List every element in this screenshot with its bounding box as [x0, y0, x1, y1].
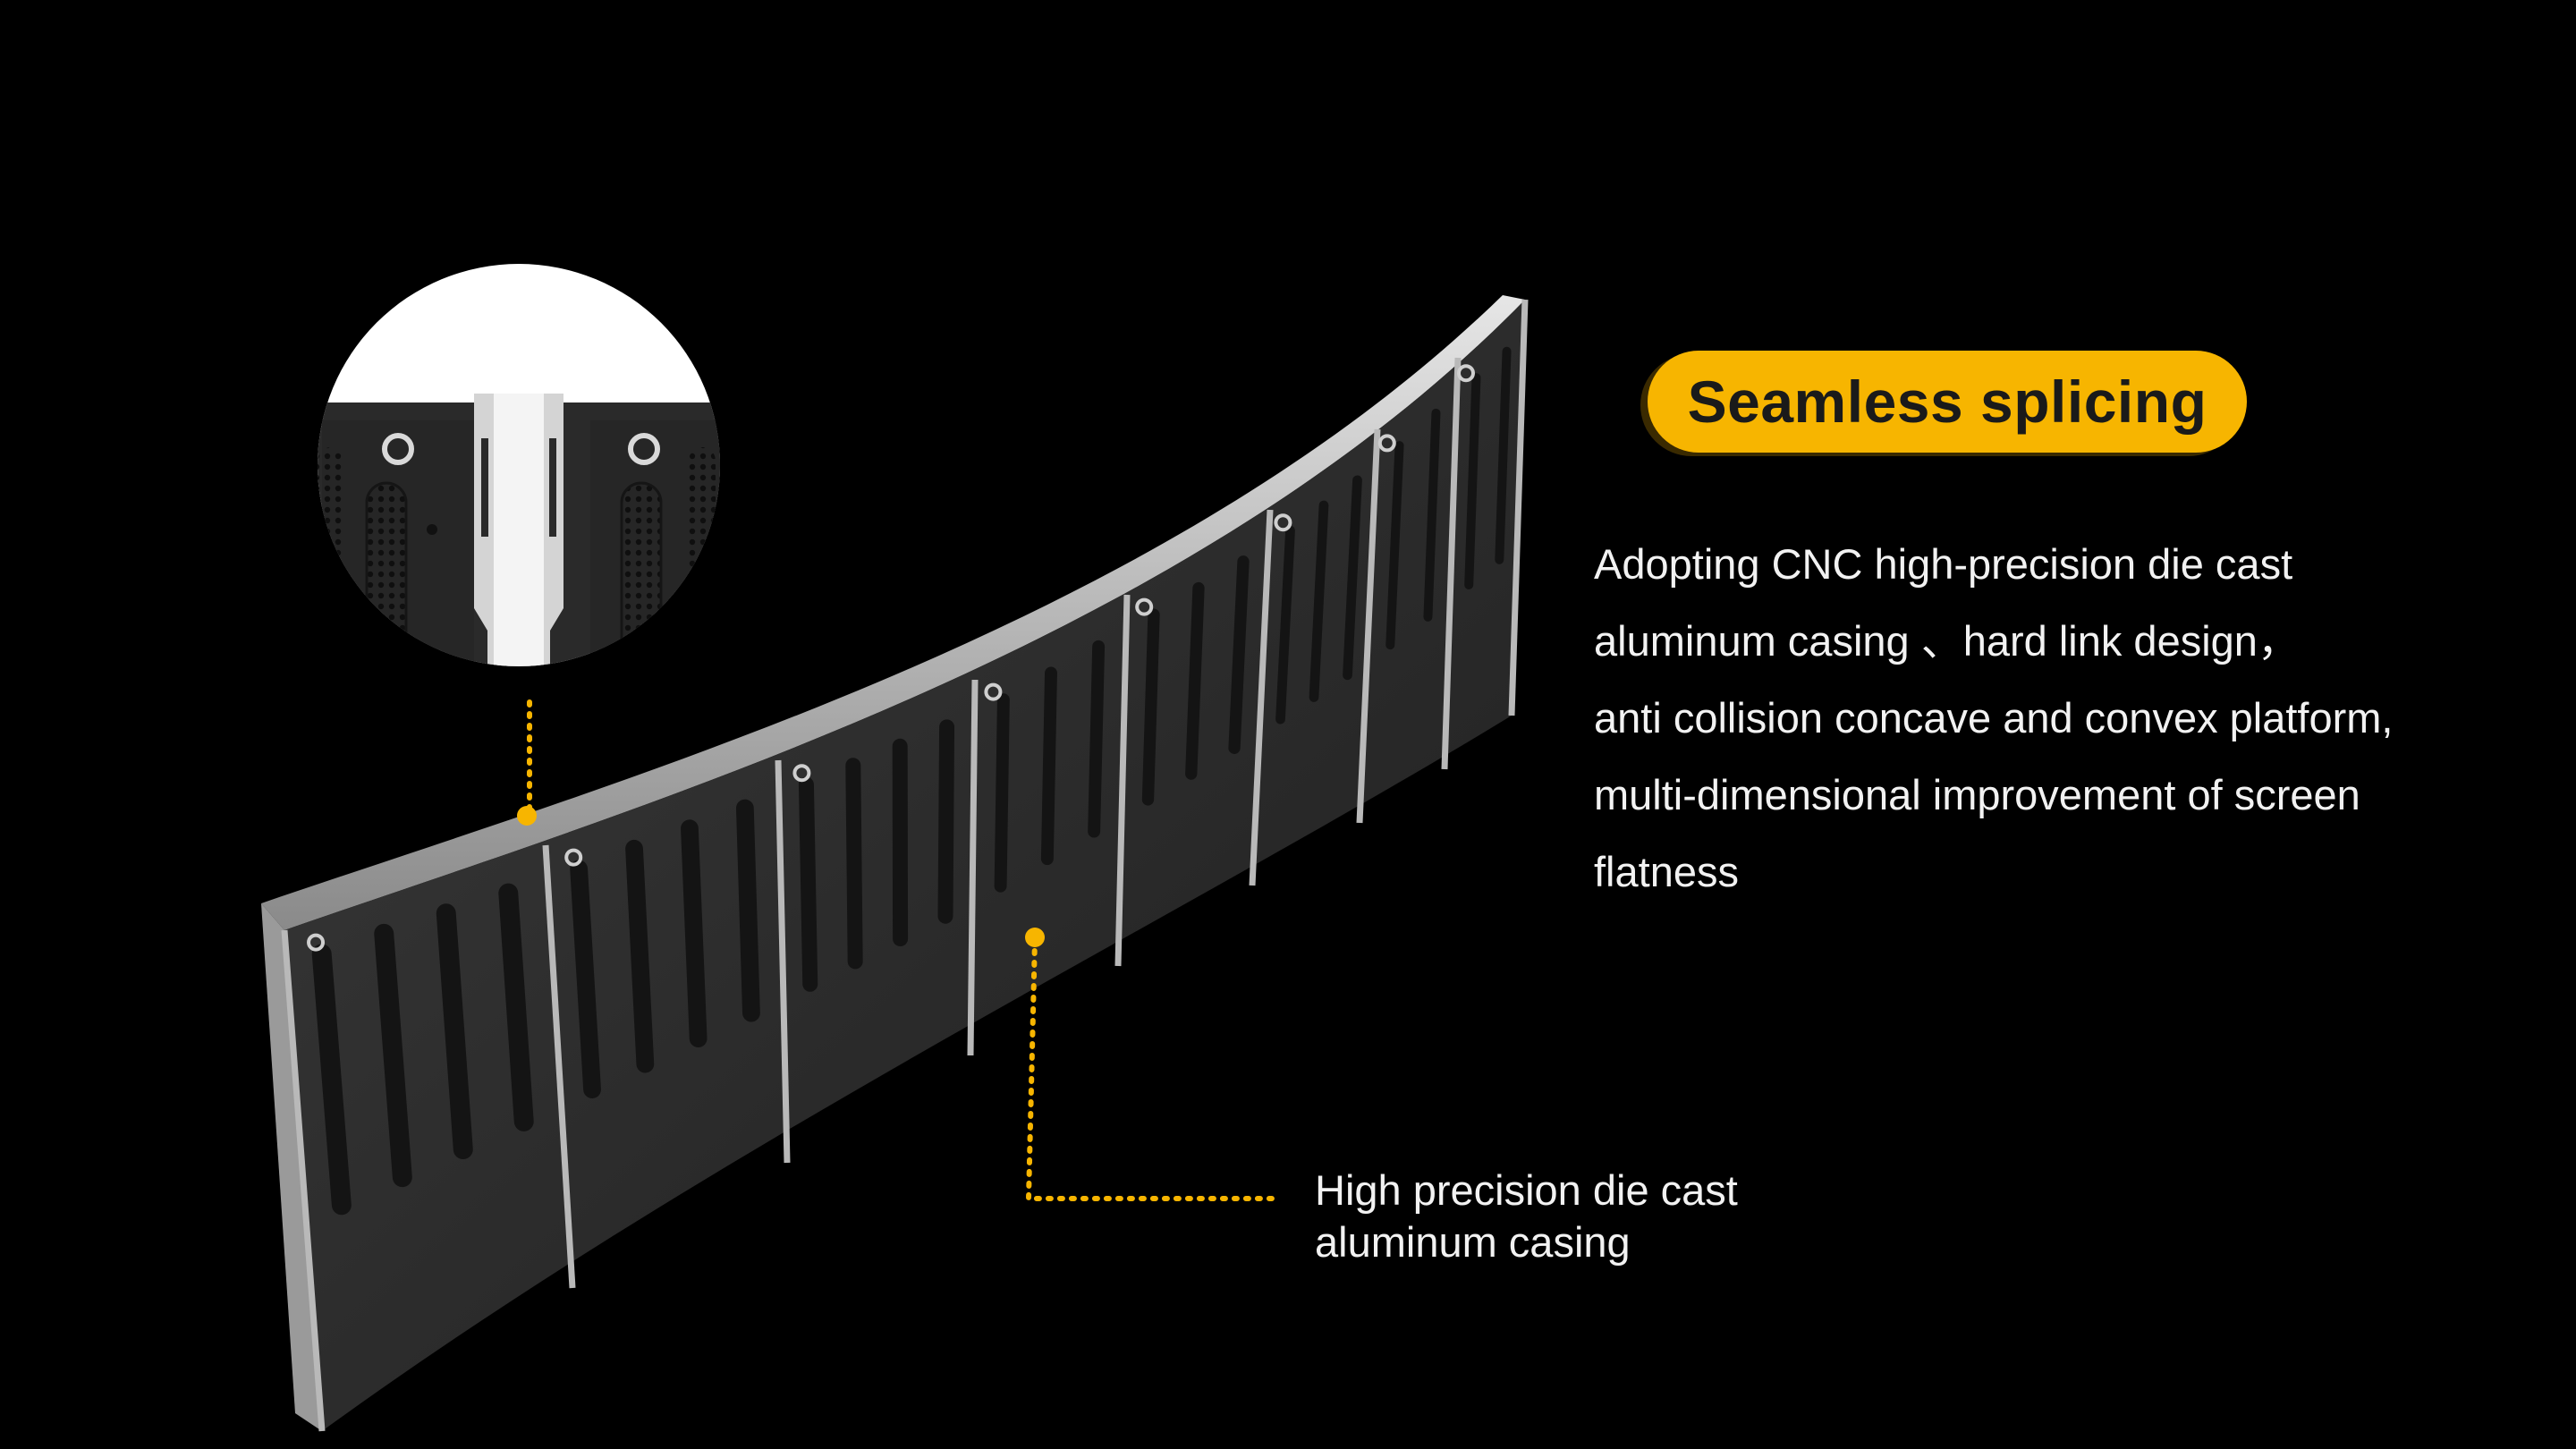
- vent-slot: [1423, 408, 1441, 622]
- casing-leader-line: [1025, 936, 1282, 1201]
- screw-hole: [984, 682, 1003, 701]
- cabinet-seam: [281, 929, 326, 1432]
- vent-slot: [798, 776, 818, 992]
- cabinet-group: [281, 299, 1529, 1432]
- screen-left-edge: [261, 903, 322, 1431]
- vent-slot: [436, 903, 473, 1160]
- vent-slot: [1088, 640, 1106, 838]
- vent-slot: [625, 839, 655, 1073]
- vent-slot: [374, 923, 412, 1188]
- cabinet-seam: [1114, 594, 1131, 967]
- cabinet-seam: [1441, 357, 1462, 770]
- detail-magnifier-circle: [318, 264, 720, 666]
- screw-hole: [307, 933, 326, 952]
- cabinet-seam: [1356, 428, 1381, 824]
- vent-slot: [1275, 525, 1295, 724]
- vent-slot: [1309, 500, 1329, 702]
- feature-description: Adopting CNC high-precision die cast alu…: [1594, 526, 2542, 911]
- vent-slot: [735, 799, 760, 1022]
- vent-slot: [1228, 555, 1250, 754]
- casing-leader-dot: [1025, 928, 1045, 947]
- vent-slot: [845, 758, 863, 970]
- vent-slot: [1464, 373, 1481, 590]
- zoom-leader-dot: [517, 806, 537, 826]
- cabinet-seam: [542, 844, 576, 1289]
- description-line: multi-dimensional improvement of screen: [1594, 771, 2360, 818]
- screw-hole: [792, 764, 811, 783]
- vent-slot: [498, 883, 534, 1131]
- screw-hole: [1377, 434, 1396, 453]
- heading-text: Seamless splicing: [1687, 369, 2207, 435]
- vent-slot: [1343, 475, 1362, 681]
- screen-top-rail: [261, 295, 1525, 930]
- cabinet-seam: [967, 679, 979, 1056]
- vent-slot: [681, 819, 708, 1048]
- vent-slot: [570, 860, 601, 1099]
- vent-slot: [1185, 581, 1205, 780]
- vent-slot: [994, 693, 1010, 893]
- screw-hole: [1135, 597, 1154, 616]
- heading-badge: Seamless splicing: [1648, 351, 2247, 453]
- description-line: anti collision concave and convex platfo…: [1594, 694, 2394, 741]
- vent-slot: [1040, 666, 1057, 866]
- cabinet-seam: [1508, 299, 1529, 716]
- description-line: flatness: [1594, 848, 1739, 895]
- callout-line: aluminum casing: [1315, 1218, 1631, 1266]
- cabinet-seam: [1249, 509, 1274, 886]
- vent-slot: [1141, 608, 1160, 806]
- description-line: aluminum casing 、hard link design，: [1594, 617, 2300, 665]
- vent-slot: [1385, 441, 1404, 650]
- description-line: Adopting CNC high-precision die cast: [1594, 540, 2293, 588]
- callout-line: High precision die cast: [1315, 1166, 1738, 1214]
- screw-hole: [1457, 364, 1475, 383]
- vent-slot: [1495, 346, 1512, 564]
- screw-hole: [1274, 513, 1292, 532]
- screw-hole: [564, 848, 583, 867]
- vent-slot: [311, 944, 352, 1216]
- vent-slot: [937, 719, 955, 924]
- casing-callout: High precision die cast aluminum casing: [1315, 1165, 1738, 1268]
- cabinet-seam: [775, 759, 791, 1164]
